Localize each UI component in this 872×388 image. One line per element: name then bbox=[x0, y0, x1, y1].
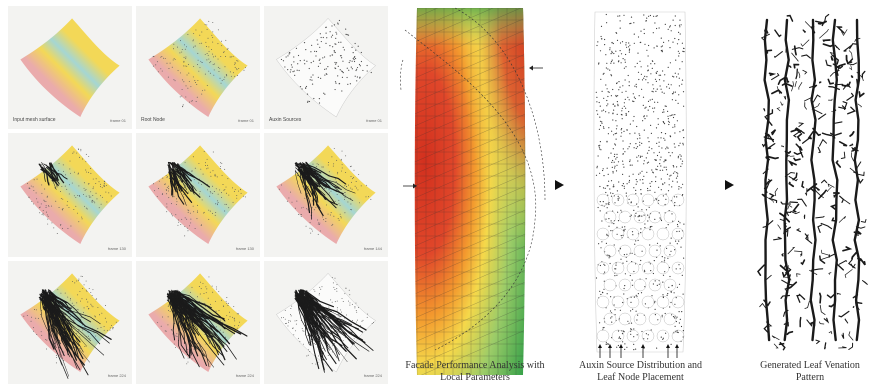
facade-process-diagram: Facade Performance Analysis with Local P… bbox=[395, 0, 872, 388]
process-arrow-2 bbox=[725, 180, 734, 190]
frame-number: frame 144 bbox=[363, 245, 382, 251]
frame-label: Auxin Sources bbox=[269, 117, 302, 124]
surface-render bbox=[148, 272, 248, 372]
caption-auxin-distribution: Auxin Source Distribution and Leaf Node … bbox=[578, 360, 703, 383]
surface-render bbox=[148, 145, 248, 245]
frame-number: frame 130 bbox=[235, 245, 254, 251]
facade-diagram-svg bbox=[400, 7, 868, 375]
surface-render bbox=[276, 145, 376, 245]
frame-panel: frame 130 bbox=[8, 133, 132, 257]
surface-render bbox=[148, 18, 248, 117]
frame-panel: Input mesh surface frame 01 bbox=[8, 6, 132, 130]
frame-number: frame 130 bbox=[107, 245, 126, 251]
frame-number: frame 01 bbox=[238, 118, 254, 124]
arrow-right bbox=[529, 65, 543, 71]
frame-number: frame 224 bbox=[363, 373, 382, 378]
frame-label: Root Node bbox=[141, 117, 165, 124]
caption-facade-analysis: Facade Performance Analysis with Local P… bbox=[405, 360, 545, 383]
facade-heatmap bbox=[414, 8, 526, 375]
frame-panel: frame 224 bbox=[136, 260, 260, 384]
frame-panel: Auxin Sources frame 01 bbox=[264, 6, 388, 130]
frame-number: frame 01 bbox=[110, 118, 126, 124]
process-arrow-1 bbox=[555, 180, 564, 190]
frame-panel: Root Node frame 01 bbox=[136, 6, 260, 130]
frame-label: Input mesh surface bbox=[13, 117, 56, 124]
simulation-frames-grid: Input mesh surface frame 01 Root Node frame… bbox=[8, 6, 388, 384]
surface-render bbox=[20, 145, 120, 245]
frame-panel: frame 224 bbox=[8, 260, 132, 384]
venation-pattern bbox=[757, 13, 868, 351]
surface-render bbox=[20, 18, 120, 117]
frame-number: frame 224 bbox=[107, 373, 126, 378]
surface-render bbox=[20, 272, 120, 379]
frame-number: frame 224 bbox=[235, 373, 254, 378]
auxin-distribution bbox=[593, 11, 687, 358]
frame-number: frame 01 bbox=[366, 118, 382, 124]
arrow-left bbox=[403, 183, 417, 189]
frame-panel: frame 144 bbox=[264, 133, 388, 257]
surface-render bbox=[276, 18, 376, 118]
surface-render bbox=[276, 272, 376, 373]
caption-leaf-venation: Generated Leaf Venation Pattern bbox=[760, 360, 860, 383]
frame-panel: frame 130 bbox=[136, 133, 260, 257]
frame-panel: frame 224 bbox=[264, 260, 388, 384]
